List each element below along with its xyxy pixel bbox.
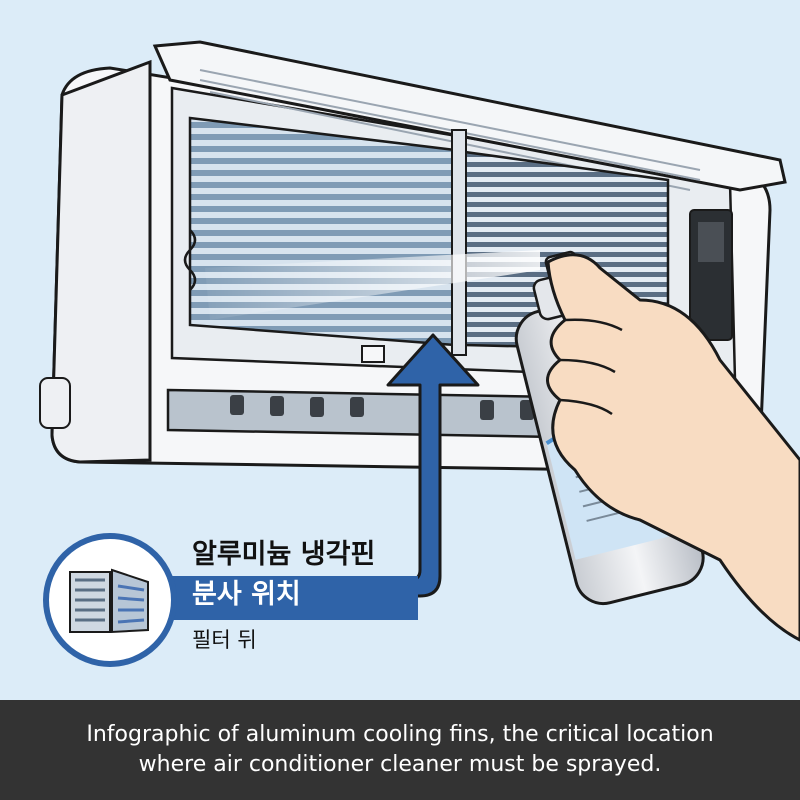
- hand: [546, 253, 800, 642]
- label-spray-location: 분사 위치: [192, 579, 301, 610]
- air-conditioner-unit: [39, 40, 787, 474]
- scene-svg: [39, 40, 800, 667]
- spray-mist: [205, 250, 540, 320]
- label-aluminum-fins: 알루미늄 냉각핀: [192, 539, 376, 570]
- caption-bar: Infographic of aluminum cooling fins, th…: [0, 700, 800, 800]
- location-labels: 알루미늄 냉각핀 분사 위치 필터 뒤: [192, 538, 375, 654]
- filter-icon: [43, 533, 177, 667]
- illustration: 알루미늄 냉각핀 분사 위치 필터 뒤: [39, 40, 800, 667]
- caption-text: Infographic of aluminum cooling fins, th…: [86, 722, 714, 777]
- label-behind-filter: 필터 뒤: [192, 628, 257, 652]
- up-arrow-icon: [158, 333, 480, 620]
